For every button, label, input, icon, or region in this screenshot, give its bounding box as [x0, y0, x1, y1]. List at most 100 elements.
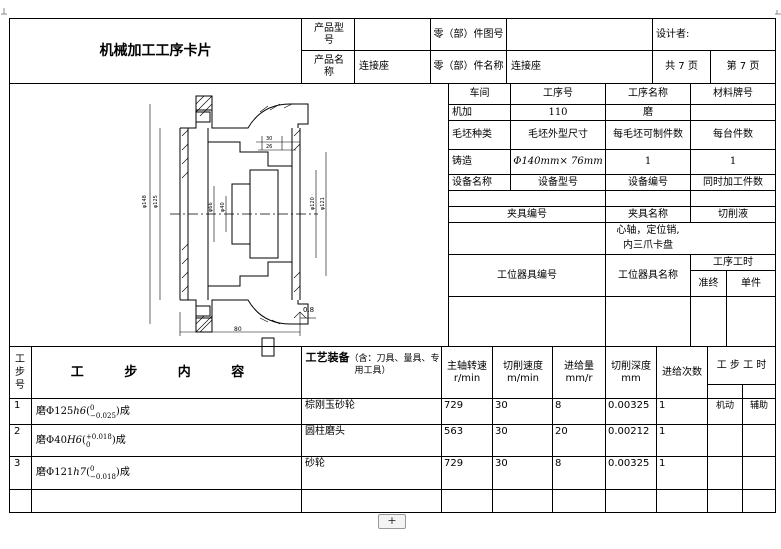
per-unit-label: 每台件数: [713, 129, 753, 140]
tolerance: 0−0.018: [90, 465, 116, 481]
process-no-value[interactable]: 110: [548, 106, 568, 118]
step-feed[interactable]: 20: [555, 426, 568, 437]
designer-label: 设计者:: [656, 28, 690, 40]
feed-header: 进给量 mm/r: [564, 360, 594, 384]
part-drawing-value[interactable]: [509, 19, 651, 50]
equipment-header-main: 工艺装备: [305, 351, 350, 364]
fixture-name-line1[interactable]: 心轴，定位销,: [616, 224, 680, 236]
product-model-value[interactable]: [357, 19, 429, 50]
tolerance-up: 0: [90, 465, 95, 473]
step-passes[interactable]: 1: [659, 400, 666, 411]
svg-text:φ66: φ66: [208, 202, 214, 212]
coolant-label: 切削液: [718, 208, 748, 220]
step-depth[interactable]: 0.00325: [608, 400, 650, 411]
fixture-name-line2[interactable]: 内三爪卡盘: [623, 239, 673, 251]
svg-text:30: 30: [266, 136, 272, 142]
paren-close: ): [115, 405, 120, 417]
blank-type-label: 毛坯种类: [452, 129, 492, 140]
product-name-label: 产品名称: [314, 55, 344, 78]
passes-header: 进给次数: [662, 366, 702, 378]
part-drawing-label: 零（部）件图号: [433, 28, 504, 40]
equip-no-label: 设备编号: [628, 176, 668, 188]
step-tool[interactable]: 圆柱磨头: [305, 426, 345, 437]
station-tool-no-label: 工位器具编号: [497, 269, 557, 281]
paren-open: (: [82, 434, 86, 446]
step-no[interactable]: 3: [14, 458, 21, 469]
step-prefix: 磨Φ: [36, 434, 55, 446]
workshop-value[interactable]: 机加: [452, 106, 472, 118]
blank-size-value[interactable]: Φ140mm× 76mm: [513, 156, 603, 167]
tolerance-low: −0.025: [90, 411, 116, 420]
tolerance: 0−0.025: [90, 404, 116, 420]
drawing-dim-80: 80: [234, 326, 242, 333]
svg-text:φ148: φ148: [142, 195, 148, 208]
step-no[interactable]: 1: [14, 400, 21, 411]
station-tool-name-label: 工位器具名称: [618, 269, 678, 281]
process-name-value[interactable]: 磨: [643, 106, 653, 118]
tolerance-up: 0: [90, 403, 95, 412]
per-blank-label: 每毛坯可制件数: [613, 129, 683, 140]
blank-type-value[interactable]: 铸造: [452, 156, 472, 167]
step-tool[interactable]: 砂轮: [305, 458, 325, 469]
process-no-label: 工序号: [543, 88, 573, 99]
machine-time-header: 机动: [715, 400, 734, 411]
process-time-label: 工序工时: [713, 256, 753, 268]
step-no-header: 工步号: [15, 354, 25, 391]
step-spindle[interactable]: 729: [444, 400, 464, 411]
tolerance-up: +0.018: [85, 432, 112, 441]
step-dimension: 40: [54, 434, 67, 446]
card-title: 机械加工工序卡片: [99, 43, 212, 59]
paren-close: ): [115, 467, 120, 478]
step-passes[interactable]: 1: [659, 458, 666, 469]
tolerance-low: −0.018: [90, 473, 116, 481]
step-dimension: 121: [54, 467, 74, 478]
simultaneous-label: 同时加工件数: [703, 176, 763, 188]
svg-text:φ40: φ40: [220, 202, 226, 212]
step-content-header: 工 步 内 容: [70, 364, 263, 380]
cutting-speed-header: 切削速度 m/min: [503, 360, 543, 384]
step-feed[interactable]: 8: [555, 458, 562, 469]
step-speed[interactable]: 30: [495, 400, 508, 411]
fixture-name-label: 夹具名称: [628, 208, 668, 220]
prep-time-label: 准终: [698, 277, 719, 289]
step-passes[interactable]: 1: [659, 426, 666, 437]
step-feed[interactable]: 8: [555, 400, 562, 411]
step-dimension: 125: [54, 405, 74, 417]
product-model-label: 产品型号: [314, 22, 344, 46]
step-suffix: 成: [119, 405, 130, 417]
equip-model-label: 设备型号: [538, 176, 578, 188]
equipment-header: 工艺装备（含：刀具、量具、专用工具）: [304, 352, 441, 396]
part-name-label: 零（部）件名称: [433, 61, 504, 72]
material-label: 材料牌号: [713, 88, 753, 99]
step-suffix: 成: [115, 434, 126, 446]
step-prefix: 磨Φ: [36, 405, 55, 417]
depth-header: 切削深度 mm: [611, 360, 651, 384]
per-blank-value[interactable]: 1: [644, 156, 652, 167]
per-unit-value[interactable]: 1: [729, 156, 737, 167]
add-button[interactable]: +: [378, 514, 406, 529]
step-depth[interactable]: 0.00212: [608, 426, 650, 437]
step-spindle[interactable]: 563: [444, 426, 464, 437]
material-value[interactable]: [691, 105, 775, 120]
step-depth[interactable]: 0.00325: [608, 458, 650, 469]
step-no[interactable]: 2: [14, 426, 21, 437]
step-speed[interactable]: 30: [495, 426, 508, 437]
step-speed[interactable]: 30: [495, 458, 508, 469]
step-fit: H6: [66, 434, 83, 446]
page-number: 第 7 页: [726, 61, 760, 72]
equip-name-label: 设备名称: [452, 176, 492, 188]
paren-open: (: [86, 467, 91, 478]
part-name-value[interactable]: 连接座: [511, 61, 541, 72]
product-name-value[interactable]: 连接座: [359, 61, 389, 72]
fixture-no-label: 夹具编号: [507, 208, 547, 220]
equipment-header-sub: （含：刀具、量具、专用工具）: [349, 354, 440, 376]
paren-open: (: [86, 405, 91, 417]
step-tool[interactable]: 棕刚玉砂轮: [305, 400, 355, 411]
step-spindle[interactable]: 729: [444, 458, 464, 469]
svg-text:26: 26: [266, 144, 272, 150]
unit-time-label: 单件: [741, 277, 761, 289]
